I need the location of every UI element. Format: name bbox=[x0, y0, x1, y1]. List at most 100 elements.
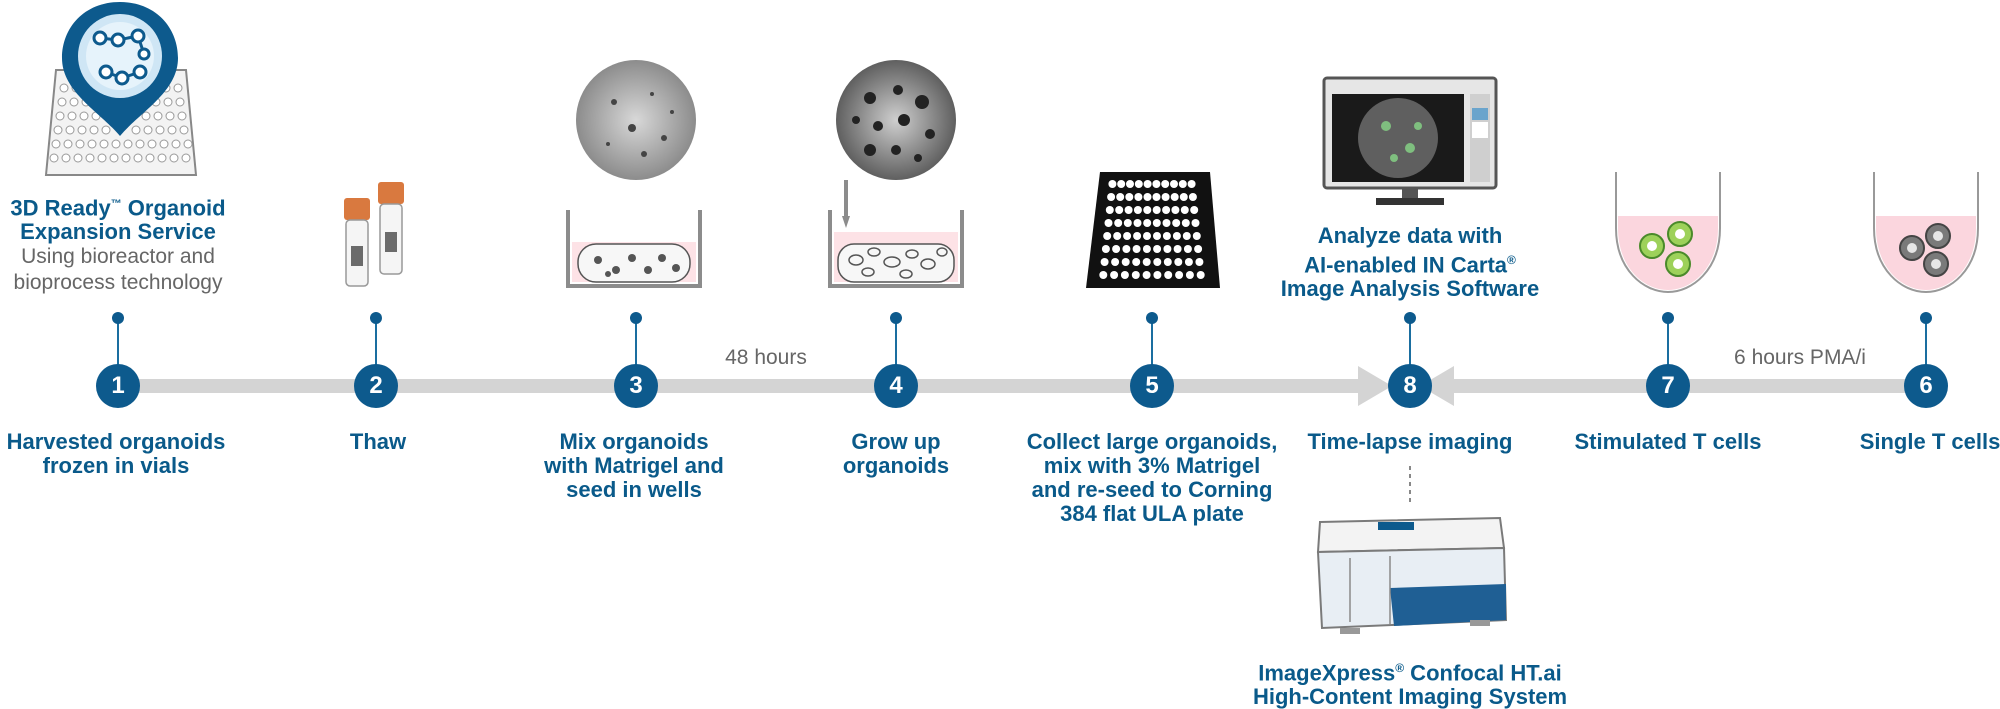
plate-well bbox=[1178, 180, 1187, 188]
single-t-cells-cup-icon bbox=[1873, 172, 1979, 294]
plate-well bbox=[1134, 180, 1143, 188]
plate-well bbox=[1142, 271, 1151, 279]
software-caption-line1: Analyze data with bbox=[1317, 223, 1503, 248]
pin-dot-6 bbox=[1920, 312, 1932, 324]
plate-well bbox=[1164, 271, 1173, 279]
plate-well bbox=[1174, 258, 1183, 266]
plate-well bbox=[1184, 258, 1193, 266]
plate-well bbox=[1152, 219, 1161, 227]
plate-well bbox=[1188, 193, 1197, 201]
plate-well bbox=[1103, 232, 1112, 240]
plate-well bbox=[1185, 271, 1194, 279]
service-title-line1b: Organoid bbox=[121, 195, 226, 221]
plate-well bbox=[1163, 258, 1172, 266]
vials-icon bbox=[344, 182, 404, 287]
plate-well bbox=[1125, 193, 1134, 201]
plate-well bbox=[1132, 258, 1141, 266]
step-label-7-line1: Stimulated T cells bbox=[1574, 429, 1762, 454]
plate-well bbox=[1161, 193, 1170, 201]
stimulated-t-cells-cup-icon bbox=[1615, 172, 1721, 294]
plate-well bbox=[1162, 206, 1171, 214]
plate-well bbox=[1113, 232, 1122, 240]
plate-well bbox=[1143, 193, 1152, 201]
step-label-8-line1: Time-lapse imaging bbox=[1307, 429, 1513, 454]
imaging-system-instrument-icon bbox=[1316, 516, 1508, 634]
step-label-4: Grow up organoids bbox=[843, 430, 949, 478]
plate-well bbox=[1121, 258, 1130, 266]
plate-well bbox=[1152, 180, 1161, 188]
step-label-3-line3: seed in wells bbox=[566, 477, 702, 502]
plate-well bbox=[1183, 245, 1192, 253]
plate-well bbox=[1170, 180, 1178, 188]
software-monitor-icon bbox=[1322, 76, 1498, 205]
plate-well bbox=[1117, 180, 1126, 188]
connector-dashes bbox=[1409, 466, 1411, 506]
pin-6 bbox=[1925, 318, 1927, 378]
step-label-5-line2: mix with 3% Matrigel bbox=[1043, 453, 1261, 478]
plate-well bbox=[1194, 245, 1203, 253]
step-node-6: 6 bbox=[1904, 364, 1948, 408]
instrument-caption: ImageXpress® Confocal HT.ai High-Content… bbox=[1220, 656, 1600, 709]
pin-5 bbox=[1151, 318, 1153, 378]
pin-2 bbox=[375, 318, 377, 378]
plate-well bbox=[1124, 206, 1133, 214]
plate-well bbox=[1133, 206, 1142, 214]
plate-well bbox=[1114, 219, 1123, 227]
384-well-plate-icon bbox=[1086, 172, 1220, 288]
microscopy-image-sparse-icon bbox=[576, 60, 696, 180]
plate-well bbox=[1190, 206, 1199, 214]
step-label-5-line4: 384 flat ULA plate bbox=[1060, 501, 1244, 526]
step-node-3: 3 bbox=[614, 364, 658, 408]
plate-well bbox=[1111, 258, 1120, 266]
software-caption-line2: AI-enabled IN Carta bbox=[1304, 252, 1508, 278]
plate-well bbox=[1180, 206, 1189, 214]
plate-well bbox=[1161, 180, 1170, 188]
plate-well bbox=[1191, 219, 1200, 227]
plate-well bbox=[1134, 193, 1143, 201]
plate-well bbox=[1120, 271, 1129, 279]
step-label-2: Thaw bbox=[350, 430, 406, 454]
registered-mark: ® bbox=[1507, 253, 1516, 267]
microscopy-image-dense-icon bbox=[836, 60, 956, 180]
plate-well bbox=[1192, 232, 1201, 240]
plate-well bbox=[1170, 193, 1179, 201]
plate-well bbox=[1108, 180, 1117, 188]
step-label-5-line1: Collect large organoids, bbox=[1026, 429, 1278, 454]
software-caption: Analyze data with AI-enabled IN Carta® I… bbox=[1250, 224, 1570, 301]
step-node-7: 7 bbox=[1646, 364, 1690, 408]
plate-well bbox=[1143, 232, 1151, 240]
step-label-1-line2: frozen in vials bbox=[42, 453, 190, 478]
plate-well bbox=[1182, 232, 1191, 240]
pin-dot-7 bbox=[1662, 312, 1674, 324]
plate-well bbox=[1116, 193, 1125, 201]
plate-well bbox=[1131, 271, 1140, 279]
plate-well bbox=[1162, 232, 1171, 240]
plate-well bbox=[1123, 219, 1132, 227]
step-label-6: Single T cells bbox=[1860, 430, 2000, 454]
service-subtitle-line2: bioprocess technology bbox=[13, 271, 223, 295]
plate-well bbox=[1163, 245, 1172, 253]
step-label-6-line1: Single T cells bbox=[1859, 429, 2000, 454]
plate-well bbox=[1123, 232, 1132, 240]
plate-well bbox=[1172, 232, 1181, 240]
plate-well bbox=[1115, 206, 1124, 214]
plate-well bbox=[1133, 232, 1142, 240]
pin-1 bbox=[117, 318, 119, 378]
pin-dot-8 bbox=[1404, 312, 1416, 324]
software-caption-line3: Image Analysis Software bbox=[1280, 276, 1540, 302]
plate-well bbox=[1142, 258, 1151, 266]
plate-well bbox=[1143, 180, 1152, 188]
plate-well bbox=[1181, 219, 1190, 227]
duration-6-hours: 6 hours PMA/i bbox=[1734, 346, 1866, 369]
service-title: 3D Ready™ Organoid Expansion Service Usi… bbox=[0, 192, 236, 296]
instrument-caption-line1: ImageXpress bbox=[1258, 660, 1396, 686]
plate-well bbox=[1107, 193, 1116, 201]
plate-well bbox=[1100, 258, 1109, 266]
step-label-1-line1: Harvested organoids bbox=[6, 429, 226, 454]
instrument-registered-mark: ® bbox=[1395, 661, 1405, 675]
plate-well bbox=[1101, 245, 1110, 253]
plate-well bbox=[1152, 193, 1161, 201]
plate-well bbox=[1187, 180, 1196, 188]
plate-well bbox=[1153, 271, 1162, 279]
